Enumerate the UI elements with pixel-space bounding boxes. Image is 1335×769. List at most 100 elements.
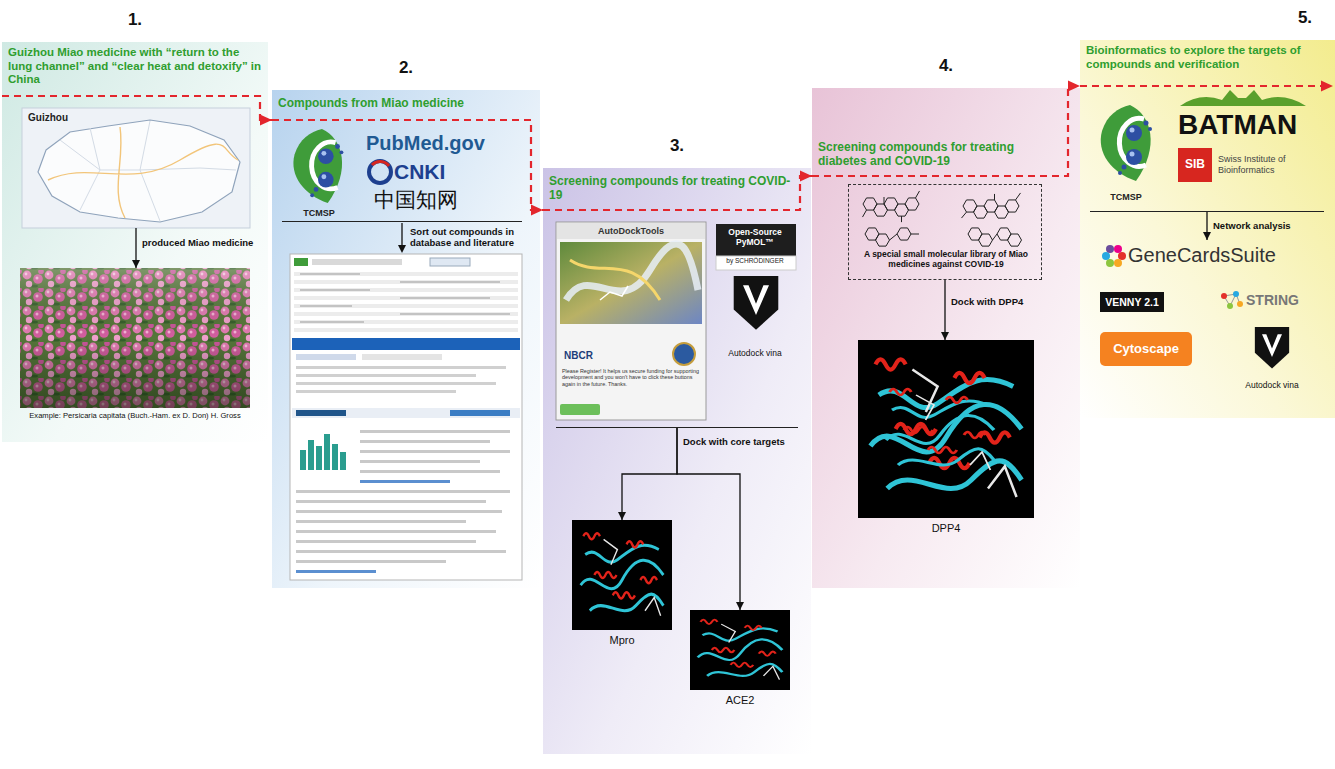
database-screenshot: [296, 530, 496, 533]
guizhou-map: [48, 127, 238, 218]
database-screenshot: [300, 434, 346, 470]
pymol-logo: [716, 224, 796, 256]
step-number: 3.: [543, 136, 811, 156]
database-screenshot: [294, 288, 518, 292]
panel-background: [272, 90, 540, 588]
vina-logo: [1255, 327, 1289, 368]
batman-logo: [1180, 90, 1306, 106]
database-screenshot: [294, 280, 518, 284]
step-panel: 2.Compounds from Miao medicineTCMSPPubMe…: [272, 90, 540, 588]
database-screenshot: [296, 540, 476, 543]
molecule-structures: [979, 234, 993, 246]
cytoscape-logo: [1100, 332, 1192, 366]
logo-text: Autodock vina: [714, 348, 796, 358]
tcmsp-logo: [1101, 105, 1152, 181]
database-screenshot: [296, 374, 476, 377]
outgoing-arrow: [1080, 85, 1322, 87]
step-heading: Guizhou Miao medicine with “return to th…: [8, 46, 262, 87]
autodocktools-splash: [556, 222, 706, 420]
database-screenshot: [290, 254, 522, 580]
splash-note: Please Register! It helps us secure fund…: [562, 368, 700, 387]
process-arrow: [398, 245, 406, 253]
database-screenshot: [296, 500, 486, 503]
database-screenshot: [292, 408, 520, 418]
vina-logo: [734, 276, 779, 330]
library-box: A special small molecular library of Mia…: [848, 184, 1042, 280]
genecards-logo: [1114, 245, 1122, 253]
process-arrow: [132, 228, 140, 268]
protein-image: [698, 620, 783, 680]
step-number: 2.: [272, 58, 540, 78]
protein-image: [858, 340, 1034, 518]
database-screenshot: [294, 328, 518, 332]
database-screenshot: [360, 430, 510, 433]
autodocktools-splash: [560, 404, 600, 415]
autodocktools-splash: [566, 244, 698, 300]
database-screenshot: [294, 272, 518, 332]
string-logo: [1233, 291, 1239, 297]
database-screenshot: [294, 312, 518, 316]
connector-line: [677, 428, 740, 610]
database-screenshot: [296, 550, 506, 553]
arrowhead: [618, 512, 626, 520]
logo-text: BATMAN: [1178, 108, 1322, 141]
database-screenshot: [360, 460, 480, 463]
protein-image: [572, 520, 672, 630]
arrowhead: [132, 260, 140, 268]
string-logo: [1237, 301, 1243, 307]
batman-logo: [1180, 90, 1306, 106]
logo-group: TCMSPPubMed.govCNKI中国知网: [282, 126, 522, 222]
step-heading: Compounds from Miao medicine: [278, 96, 532, 110]
step-heading: Bioinformatics to explore the targets of…: [1086, 44, 1330, 71]
step-panel: 5.Bioinformatics to explore the targets …: [1080, 40, 1335, 418]
outgoing-arrow: [1080, 81, 1333, 92]
map-figure: Guizhou: [22, 108, 250, 228]
database-screenshot: [312, 259, 402, 265]
flower-photo: [20, 268, 250, 408]
autodocktools-splash: [600, 286, 628, 300]
protein-structure: Mpro: [572, 520, 672, 630]
step-heading: Screening compounds for treating COVID-1…: [549, 174, 803, 202]
process-arrow: [1203, 212, 1211, 240]
process-arrow: [677, 428, 744, 610]
database-screenshot: [400, 297, 490, 299]
logo-group: AutoDockToolsNBCRPlease Register! It hel…: [556, 222, 798, 428]
database-screenshot: [430, 258, 470, 266]
logo-text: NBCR: [564, 350, 624, 362]
database-screenshot: [296, 480, 450, 573]
molecule-structures: [1008, 234, 1022, 246]
database-screenshot: [300, 289, 370, 291]
arrowhead: [800, 171, 812, 182]
flow-arrow: [2, 96, 272, 126]
database-screenshot: [400, 313, 510, 315]
step-panel: 3.Screening compounds for treating COVID…: [543, 168, 811, 754]
database-screenshot: [290, 254, 522, 580]
sib-logo: [1178, 148, 1212, 182]
flow-arrow: [543, 171, 812, 211]
photo-figure: Example: Persicaria capitata (Buch.-Ham.…: [20, 268, 250, 408]
string-logo: [1221, 293, 1227, 299]
figure-caption: DPP4: [858, 522, 1034, 535]
sib-logo: [1178, 148, 1212, 182]
arrowhead: [1203, 232, 1211, 240]
arrowhead: [531, 205, 543, 216]
logo-text: TCMSP: [282, 208, 356, 219]
panel-background: [2, 40, 1335, 754]
database-screenshot: [294, 272, 518, 276]
edge-label: Network analysis: [1213, 220, 1323, 231]
connector-line: [622, 428, 677, 520]
logo-text: Open-Source PyMOL™: [718, 227, 792, 247]
box-text: A special small molecular library of Mia…: [853, 249, 1039, 269]
cnki-logo: [369, 161, 391, 183]
molecule-structures: [905, 198, 919, 210]
connector-line: [812, 86, 1080, 176]
database-screenshot: [296, 366, 506, 369]
logo-text: 中国知网: [374, 188, 514, 213]
genecards-logo: [1102, 252, 1110, 260]
flower-photo: [20, 268, 250, 408]
logo-text: CNKI: [394, 160, 494, 185]
step-heading: Screening compounds for treating diabete…: [818, 140, 1058, 168]
database-screenshot: [296, 570, 376, 573]
